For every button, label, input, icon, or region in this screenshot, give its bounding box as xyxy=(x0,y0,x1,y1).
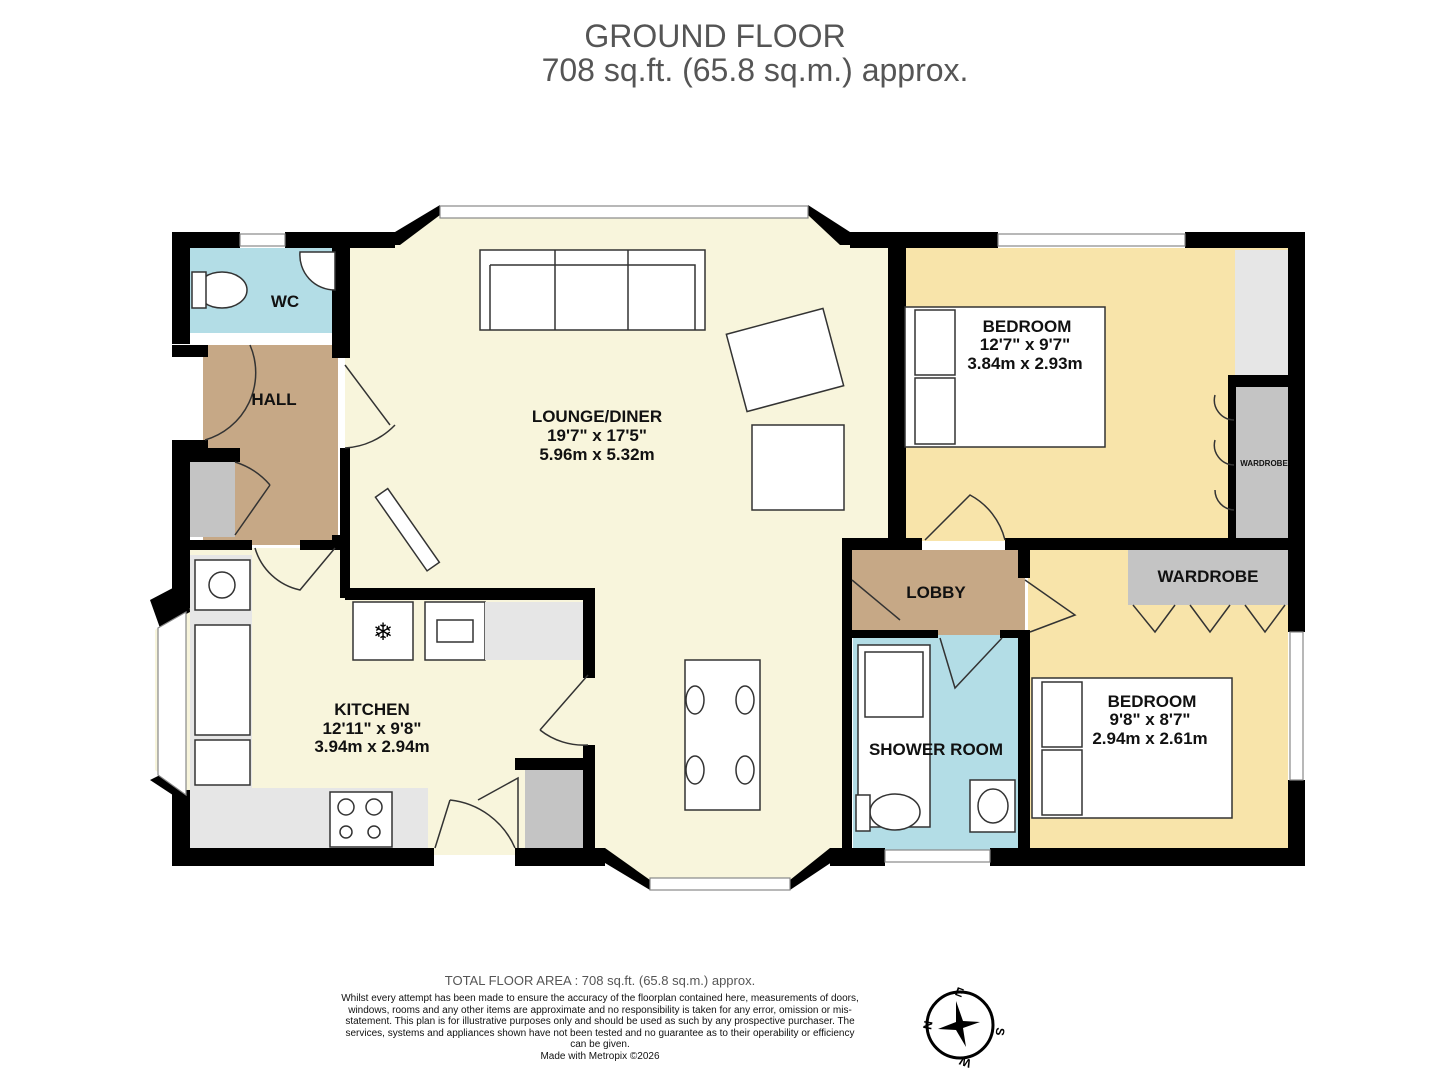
worktop xyxy=(485,602,583,660)
fireplace xyxy=(374,487,441,572)
disclaimer: Whilst every attempt has been made to en… xyxy=(340,993,860,1062)
furniture: ❄ xyxy=(190,249,1233,848)
microwave xyxy=(424,601,486,661)
room-labels: WC HALL LOUNGE/DINER 19'7" x 17'5" 5.96m… xyxy=(251,292,1288,759)
lobby-floor xyxy=(848,550,1025,635)
lounge-label: LOUNGE/DINER xyxy=(532,407,662,426)
armchair xyxy=(751,424,845,511)
kitchen-metric: 3.94m x 2.94m xyxy=(314,737,429,756)
windows xyxy=(157,205,1304,891)
compass-s: S xyxy=(992,1027,1007,1037)
bedroom2-imperial: 9'8" x 8'7" xyxy=(1110,710,1191,729)
wardrobe1 xyxy=(1235,385,1288,540)
dining-table xyxy=(684,659,761,811)
hob xyxy=(329,791,393,848)
washing-machine xyxy=(194,559,251,611)
kitchen-label: KITCHEN xyxy=(334,700,410,719)
floor-area: 708 sq.ft. (65.8 sq.m.) approx. xyxy=(541,52,969,88)
bedroom1-label: BEDROOM xyxy=(983,317,1072,336)
kitchen-imperial: 12'11" x 9'8" xyxy=(323,719,422,738)
wc-label: WC xyxy=(271,292,299,311)
wardrobe2-label: WARDROBE xyxy=(1157,567,1258,586)
bedroom2-metric: 2.94m x 2.61m xyxy=(1092,729,1207,748)
sink xyxy=(194,624,251,736)
hall-label: HALL xyxy=(251,390,296,409)
lounge-metric: 5.96m x 5.32m xyxy=(539,445,654,464)
toilet xyxy=(869,793,921,831)
shower-room-label: SHOWER ROOM xyxy=(869,740,1003,759)
hall-closet xyxy=(190,462,235,537)
bedroom2-label: BEDROOM xyxy=(1108,692,1197,711)
disclaimer-text: Whilst every attempt has been made to en… xyxy=(341,993,859,1050)
floor-title: GROUND FLOOR xyxy=(584,18,846,54)
total-floor-area: TOTAL FLOOR AREA : 708 sq.ft. (65.8 sq.m… xyxy=(444,973,756,988)
wc-basin xyxy=(299,251,336,291)
lounge-imperial: 19'7" x 17'5" xyxy=(547,426,647,445)
armchair xyxy=(725,307,845,413)
bedroom1-metric: 3.84m x 2.93m xyxy=(967,354,1082,373)
walls xyxy=(150,205,1305,890)
fridge-freezer xyxy=(352,601,414,661)
kitchen-store xyxy=(525,770,585,848)
compass-w: W xyxy=(957,1053,973,1070)
wardrobe2 xyxy=(1128,550,1288,605)
dishwasher xyxy=(194,739,251,786)
wardrobe1-label: WARDROBE xyxy=(1240,459,1288,468)
lobby-label: LOBBY xyxy=(906,583,966,602)
compass-icon: E S W N xyxy=(920,984,1007,1070)
doors xyxy=(204,344,1286,849)
bedroom1-imperial: 12'7" x 9'7" xyxy=(980,335,1070,354)
snowflake-icon: ❄ xyxy=(373,619,393,646)
compass-n: N xyxy=(920,1020,935,1031)
bedroom1-alcove xyxy=(1235,250,1288,375)
sofa xyxy=(479,249,706,331)
credit: Made with Metropix ©2026 xyxy=(540,1050,660,1062)
